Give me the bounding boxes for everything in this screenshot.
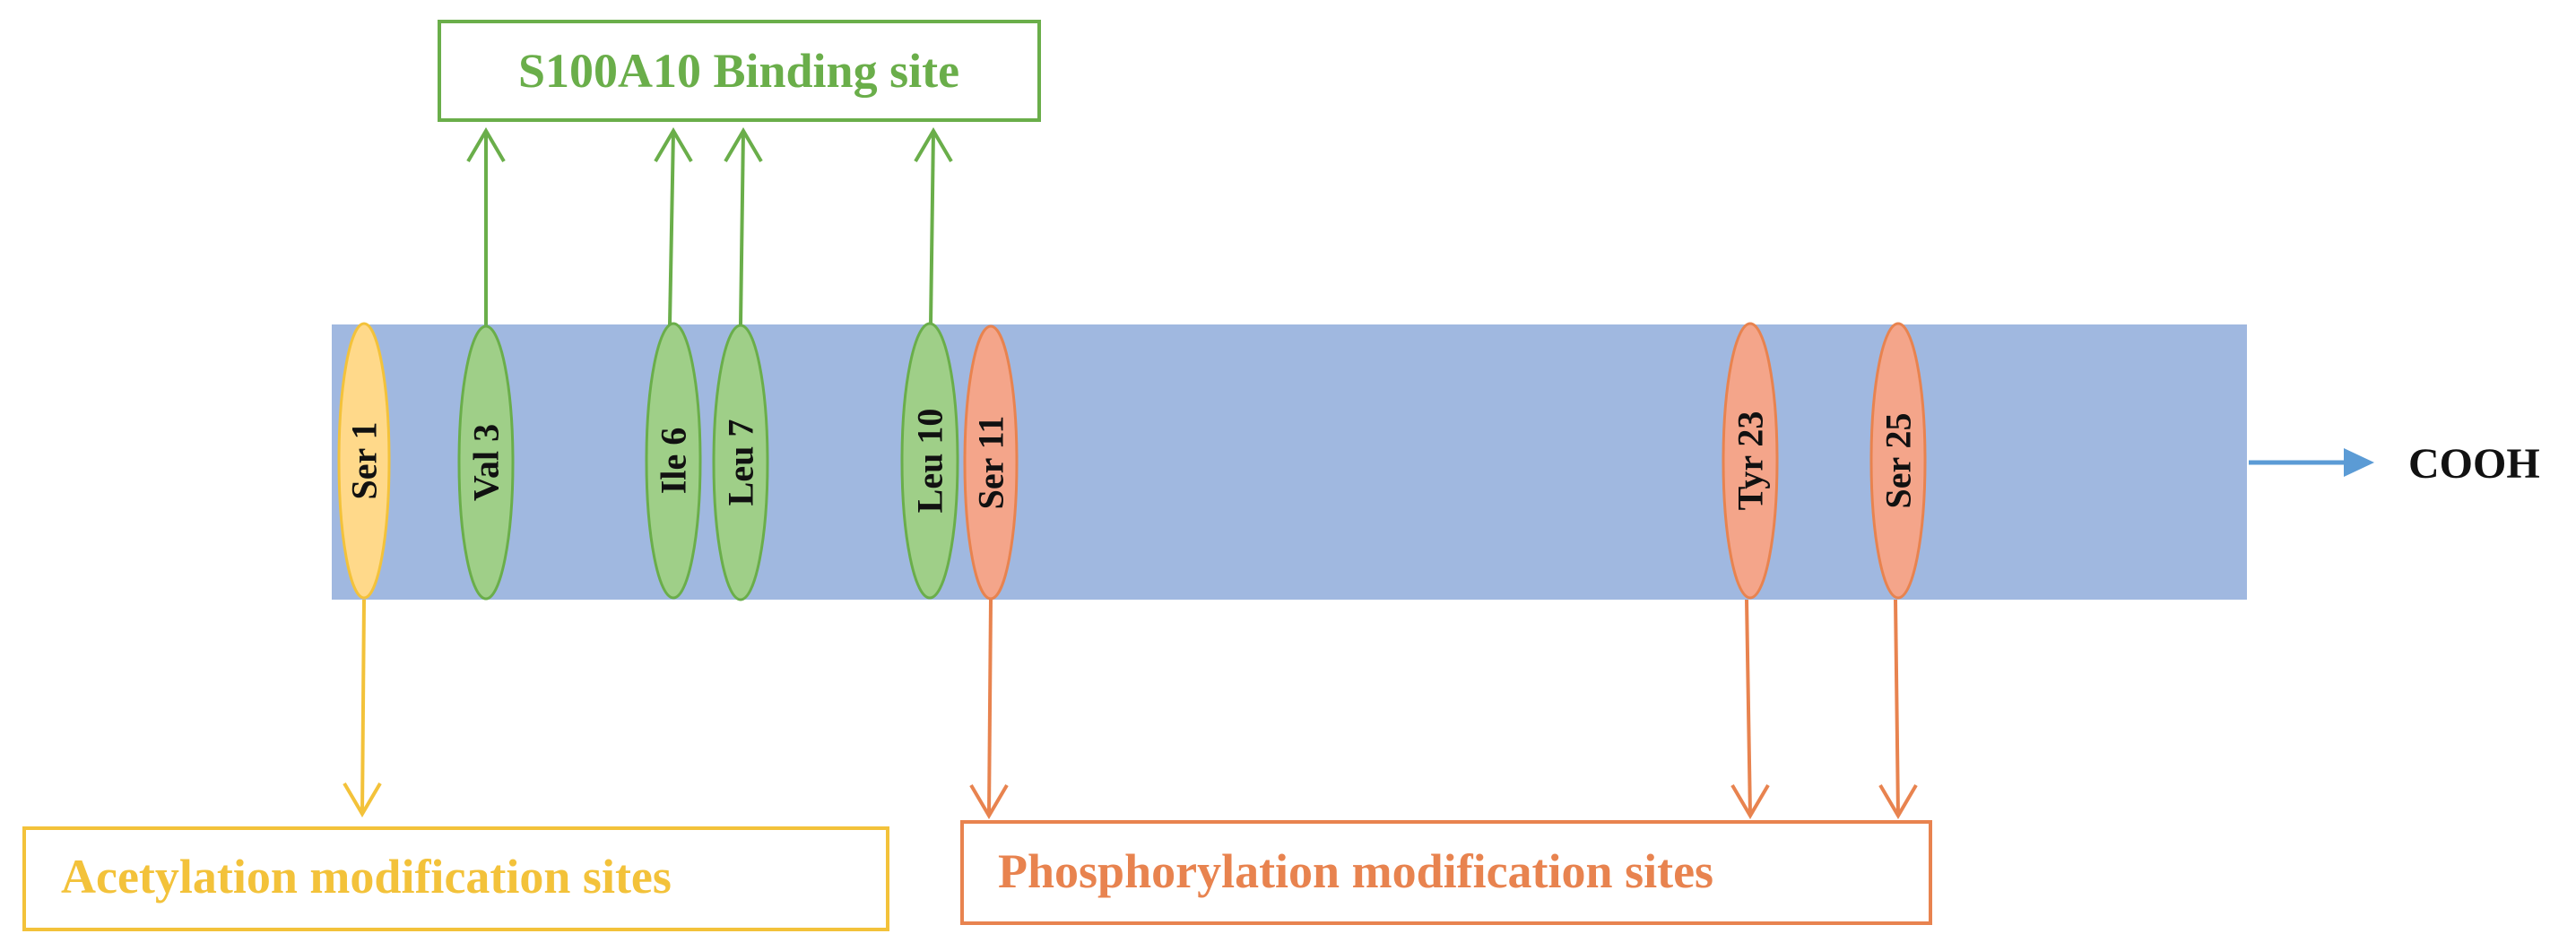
acetylation-arrow: [343, 599, 382, 817]
residue-label-ser11: Ser 11: [971, 416, 1011, 510]
binding-site-box: S100A10 Binding site: [438, 20, 1041, 122]
residue-label-tyr23: Tyr 23: [1730, 411, 1771, 511]
binding-arrows: [466, 127, 953, 326]
residue-label-leu10: Leu 10: [910, 409, 950, 514]
residue-val3: Val 3: [457, 324, 515, 601]
acetylation-box: Acetylation modification sites: [22, 826, 889, 931]
protein-chain-bar: [332, 324, 2247, 600]
residue-label-ser1: Ser 1: [344, 421, 385, 499]
residue-tyr23: Tyr 23: [1722, 322, 1779, 600]
residue-label-val3: Val 3: [466, 424, 507, 501]
residue-leu7: Leu 7: [712, 324, 769, 601]
arrow-tyr23-down: [1730, 599, 1770, 819]
phosphorylation-label: Phosphorylation modification sites: [998, 844, 1713, 898]
cooh-label: COOH: [2408, 440, 2540, 488]
residue-label-ile6: Ile 6: [654, 428, 694, 494]
phosphorylation-arrows: [969, 599, 1918, 819]
binding-site-label: S100A10 Binding site: [518, 44, 959, 98]
residue-ser1: Ser 1: [337, 322, 391, 600]
arrow-ser11-down: [969, 599, 1009, 819]
arrow-leu7-up: [724, 127, 763, 325]
arrow-ile6-up: [654, 127, 693, 325]
arrow-ser25-down: [1878, 599, 1918, 819]
residue-ser11: Ser 11: [963, 324, 1019, 601]
residue-label-ser25: Ser 25: [1878, 412, 1919, 508]
arrow-val3-up: [466, 127, 506, 326]
phosphorylation-box: Phosphorylation modification sites: [960, 820, 1932, 925]
residue-ile6: Ile 6: [645, 322, 702, 600]
acetylation-label: Acetylation modification sites: [61, 850, 672, 903]
arrow-leu10-up: [914, 127, 953, 325]
residue-leu10: Leu 10: [900, 322, 959, 600]
residue-ser25: Ser 25: [1869, 322, 1927, 600]
residue-label-leu7: Leu 7: [721, 419, 761, 506]
cooh-arrow: [2249, 448, 2374, 477]
